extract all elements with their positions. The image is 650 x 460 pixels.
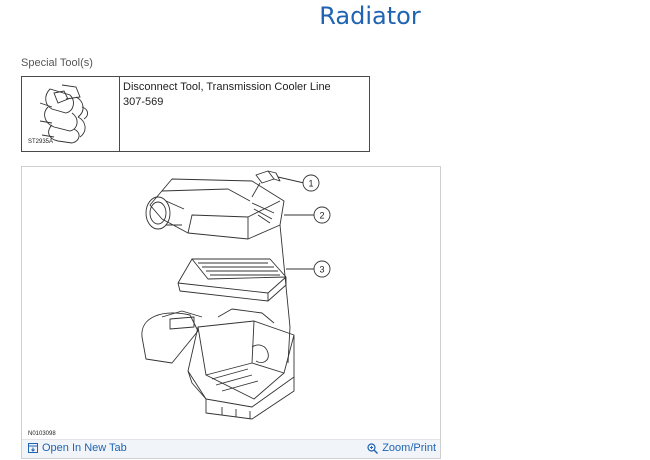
svg-text:2: 2 <box>319 211 324 221</box>
special-tools-table: ST2935A Disconnect Tool, Transmission Co… <box>21 76 370 152</box>
figure-footer: Open In New Tab Zoom/Print <box>22 439 440 458</box>
air-cleaner-assembly-diagram[interactable]: 1 2 3 <box>22 167 440 439</box>
open-in-new-tab-link[interactable]: Open In New Tab <box>28 442 127 454</box>
callout-3: 3 <box>313 260 331 278</box>
tool-image-code: ST2935A <box>28 139 54 145</box>
tool-description: Disconnect Tool, Transmission Cooler Lin… <box>123 80 331 110</box>
page-title: Radiator <box>319 2 421 30</box>
zoom-print-link[interactable]: Zoom/Print <box>367 442 436 454</box>
open-tab-icon <box>28 443 38 453</box>
svg-text:1: 1 <box>308 179 313 189</box>
special-tools-heading: Special Tool(s) <box>21 57 93 69</box>
tool-name: Disconnect Tool, Transmission Cooler Lin… <box>123 81 331 93</box>
svg-text:3: 3 <box>319 265 324 275</box>
zoom-print-label: Zoom/Print <box>382 442 436 454</box>
open-in-new-tab-label: Open In New Tab <box>42 442 127 454</box>
tool-number: 307-569 <box>123 96 164 108</box>
figure-code: N0103098 <box>28 431 56 437</box>
callout-1: 1 <box>302 174 320 192</box>
callout-2: 2 <box>313 206 331 224</box>
tool-image-cell: ST2935A <box>22 77 120 151</box>
magnifier-icon <box>367 442 379 454</box>
figure-container: 1 2 3 N0103098 Open In New Tab <box>21 166 441 459</box>
disconnect-tool-illustration <box>39 84 89 144</box>
